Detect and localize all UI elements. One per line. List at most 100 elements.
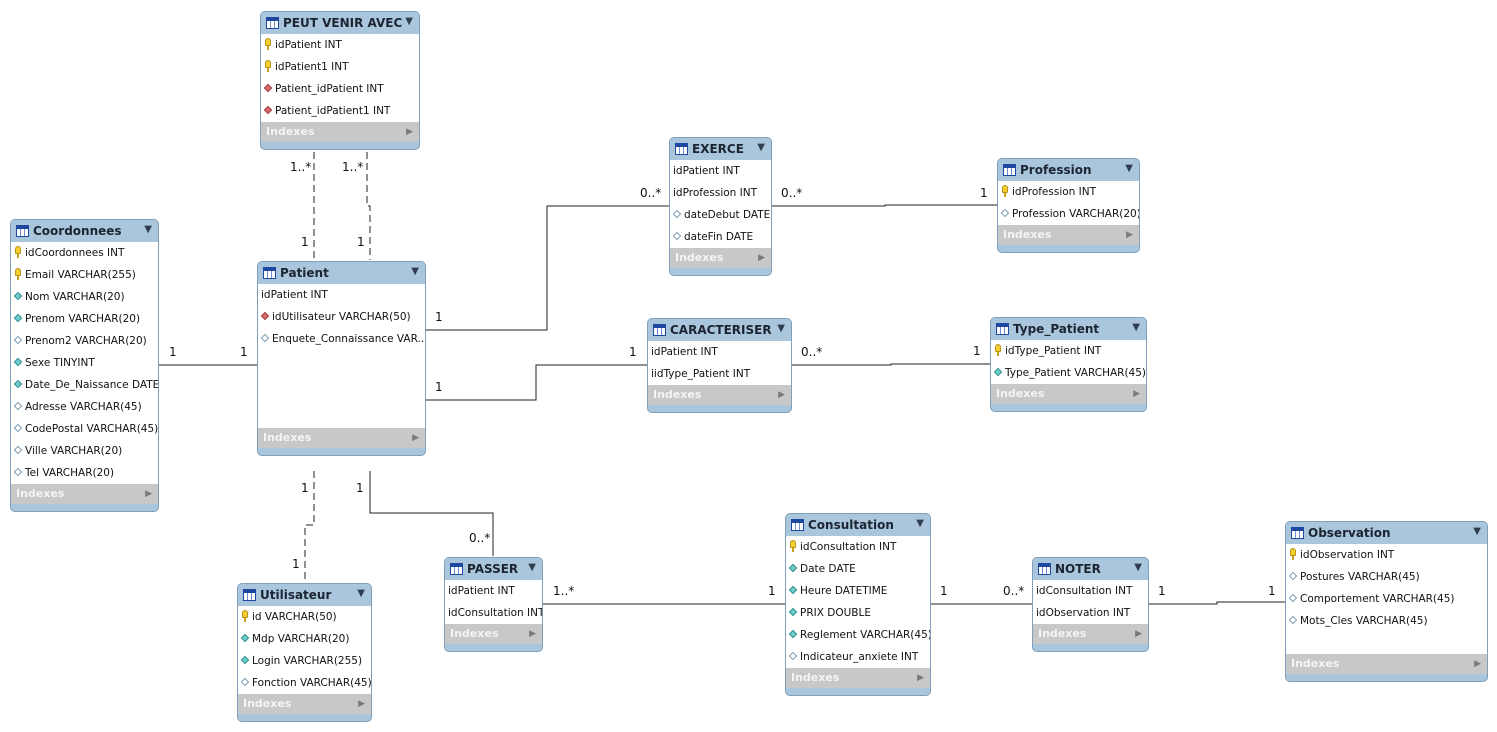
column-row[interactable]: idConsultation INT (445, 602, 542, 624)
column-row[interactable]: idPatient INT (258, 284, 425, 306)
table-header[interactable]: PEUT VENIR AVEC▼ (261, 12, 419, 34)
table-header[interactable]: PASSER▼ (445, 558, 542, 580)
column-row[interactable]: idObservation INT (1286, 544, 1487, 566)
column-row[interactable]: Profession VARCHAR(20) (998, 203, 1139, 225)
collapse-arrow-icon[interactable]: ▼ (1134, 562, 1142, 573)
column-row[interactable]: idPatient1 INT (261, 56, 419, 78)
expand-arrow-icon[interactable]: ▶ (1133, 389, 1140, 399)
column-row[interactable]: idObservation INT (1033, 602, 1148, 624)
column-row[interactable]: Mdp VARCHAR(20) (238, 628, 371, 650)
column-row[interactable]: dateFin DATE (670, 226, 771, 248)
column-row[interactable]: Tel VARCHAR(20) (11, 462, 158, 484)
column-row[interactable]: idPatient INT (445, 580, 542, 602)
column-row[interactable]: idProfession INT (670, 182, 771, 204)
column-row[interactable]: Indicateur_anxiete INT (786, 646, 930, 668)
column-row[interactable]: idType_Patient INT (991, 340, 1146, 362)
collapse-arrow-icon[interactable]: ▼ (405, 16, 413, 27)
collapse-arrow-icon[interactable]: ▼ (144, 224, 152, 235)
collapse-arrow-icon[interactable]: ▼ (1125, 163, 1133, 174)
column-row[interactable]: PRIX DOUBLE (786, 602, 930, 624)
expand-arrow-icon[interactable]: ▶ (917, 673, 924, 683)
column-row[interactable]: Adresse VARCHAR(45) (11, 396, 158, 418)
table-header[interactable]: Utilisateur▼ (238, 584, 371, 606)
column-row[interactable]: Sexe TINYINT (11, 352, 158, 374)
column-row[interactable]: Postures VARCHAR(45) (1286, 566, 1487, 588)
expand-arrow-icon[interactable]: ▶ (412, 433, 419, 443)
indexes-section[interactable]: Indexes▶ (258, 428, 425, 448)
collapse-arrow-icon[interactable]: ▼ (1473, 526, 1481, 537)
collapse-arrow-icon[interactable]: ▼ (757, 142, 765, 153)
table-header[interactable]: Type_Patient▼ (991, 318, 1146, 340)
column-row[interactable]: idUtilisateur VARCHAR(50) (258, 306, 425, 328)
indexes-section[interactable]: Indexes▶ (238, 694, 371, 714)
table-header[interactable]: CARACTERISER▼ (648, 319, 791, 341)
column-row[interactable]: idPatient INT (670, 160, 771, 182)
indexes-section[interactable]: Indexes▶ (998, 225, 1139, 245)
column-row[interactable]: dateDebut DATE (670, 204, 771, 226)
indexes-section[interactable]: Indexes▶ (1033, 624, 1148, 644)
expand-arrow-icon[interactable]: ▶ (1474, 659, 1481, 669)
indexes-section[interactable]: Indexes▶ (670, 248, 771, 268)
collapse-arrow-icon[interactable]: ▼ (357, 588, 365, 599)
expand-arrow-icon[interactable]: ▶ (358, 699, 365, 709)
indexes-section[interactable]: Indexes▶ (991, 384, 1146, 404)
table-header[interactable]: Observation▼ (1286, 522, 1487, 544)
column-row[interactable]: Date_De_Naissance DATE (11, 374, 158, 396)
column-row[interactable]: id VARCHAR(50) (238, 606, 371, 628)
column-row[interactable]: Login VARCHAR(255) (238, 650, 371, 672)
expand-arrow-icon[interactable]: ▶ (529, 629, 536, 639)
expand-arrow-icon[interactable]: ▶ (778, 390, 785, 400)
column-row[interactable]: Reglement VARCHAR(45) (786, 624, 930, 646)
table-utilisateur[interactable]: Utilisateur▼id VARCHAR(50)Mdp VARCHAR(20… (237, 583, 372, 722)
collapse-arrow-icon[interactable]: ▼ (528, 562, 536, 573)
expand-arrow-icon[interactable]: ▶ (758, 253, 765, 263)
column-row[interactable]: CodePostal VARCHAR(45) (11, 418, 158, 440)
column-row[interactable]: idProfession INT (998, 181, 1139, 203)
column-row[interactable]: idConsultation INT (786, 536, 930, 558)
expand-arrow-icon[interactable]: ▶ (406, 127, 413, 137)
table-header[interactable]: NOTER▼ (1033, 558, 1148, 580)
indexes-section[interactable]: Indexes▶ (261, 122, 419, 142)
indexes-section[interactable]: Indexes▶ (11, 484, 158, 504)
column-row[interactable]: iidType_Patient INT (648, 363, 791, 385)
collapse-arrow-icon[interactable]: ▼ (411, 266, 419, 277)
expand-arrow-icon[interactable]: ▶ (1135, 629, 1142, 639)
column-row[interactable]: idPatient INT (648, 341, 791, 363)
column-row[interactable]: Type_Patient VARCHAR(45) (991, 362, 1146, 384)
column-row[interactable]: idConsultation INT (1033, 580, 1148, 602)
indexes-section[interactable]: Indexes▶ (648, 385, 791, 405)
column-row[interactable]: Patient_idPatient INT (261, 78, 419, 100)
indexes-section[interactable]: Indexes▶ (1286, 654, 1487, 674)
table-header[interactable]: Coordonnees▼ (11, 220, 158, 242)
column-row[interactable]: Fonction VARCHAR(45) (238, 672, 371, 694)
column-row[interactable]: Comportement VARCHAR(45) (1286, 588, 1487, 610)
expand-arrow-icon[interactable]: ▶ (1126, 230, 1133, 240)
column-row[interactable]: Enquete_Connaissance VAR... (258, 328, 425, 350)
indexes-section[interactable]: Indexes▶ (445, 624, 542, 644)
table-header[interactable]: Patient▼ (258, 262, 425, 284)
column-row[interactable]: Prenom VARCHAR(20) (11, 308, 158, 330)
column-row[interactable]: Mots_Cles VARCHAR(45) (1286, 610, 1487, 632)
collapse-arrow-icon[interactable]: ▼ (777, 323, 785, 334)
column-row[interactable]: idPatient INT (261, 34, 419, 56)
indexes-section[interactable]: Indexes▶ (786, 668, 930, 688)
collapse-arrow-icon[interactable]: ▼ (916, 518, 924, 529)
column-row[interactable]: Date DATE (786, 558, 930, 580)
table-header[interactable]: EXERCE▼ (670, 138, 771, 160)
collapse-arrow-icon[interactable]: ▼ (1132, 322, 1140, 333)
table-header[interactable]: Consultation▼ (786, 514, 930, 536)
column-row[interactable]: Heure DATETIME (786, 580, 930, 602)
column-row[interactable]: Patient_idPatient1 INT (261, 100, 419, 122)
column-row[interactable]: Email VARCHAR(255) (11, 264, 158, 286)
